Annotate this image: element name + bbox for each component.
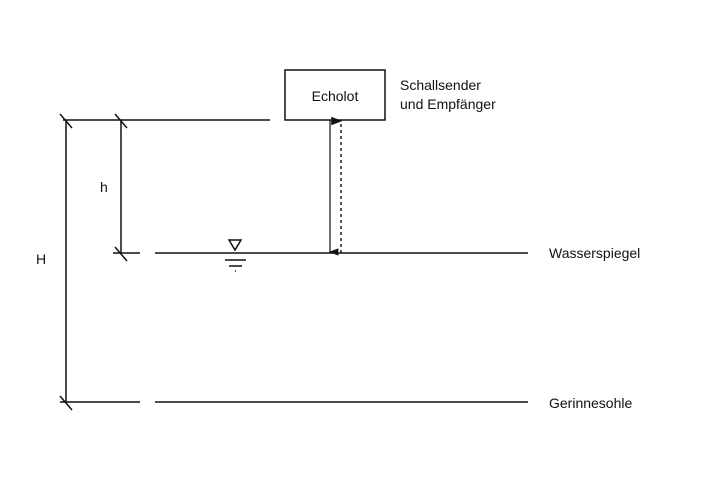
echolot-label: Echolot (312, 88, 359, 104)
water-surface-label: Wasserspiegel (549, 245, 640, 261)
water-level-icon (225, 239, 246, 272)
distance-h-label: h (100, 179, 108, 195)
channel-bed-label: Gerinnesohle (549, 395, 632, 411)
depth-H-label: H (36, 251, 46, 267)
device-caption-line1: Schallsender (400, 77, 481, 93)
device-caption-line2: und Empfänger (400, 96, 496, 112)
tick-mark (114, 246, 128, 262)
tick-mark (59, 395, 73, 411)
tick-mark (59, 113, 73, 129)
tick-mark (114, 113, 128, 129)
